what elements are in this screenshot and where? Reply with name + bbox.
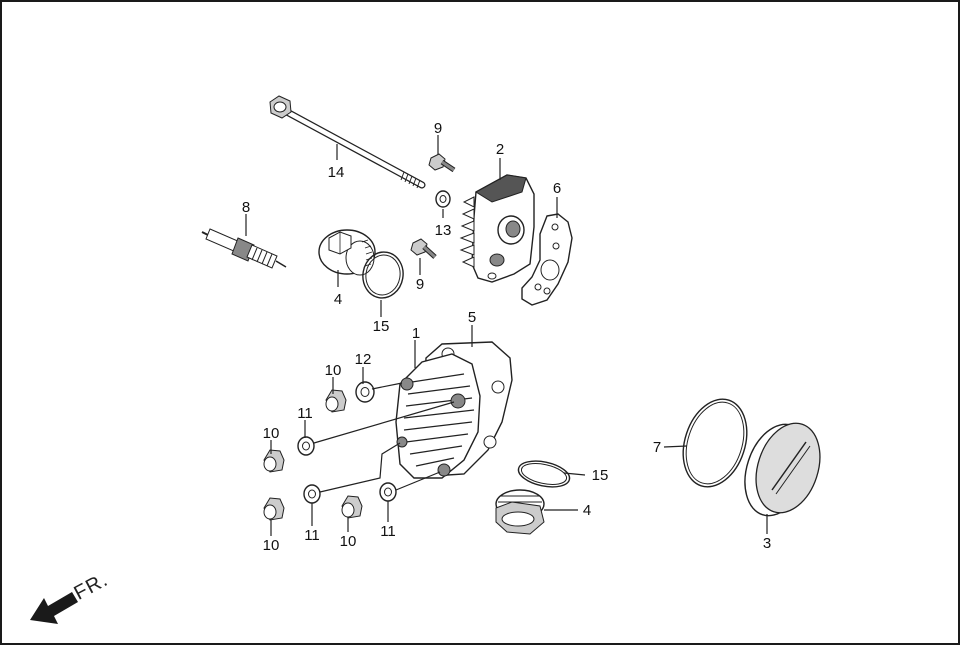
callout-11-a: 11	[297, 405, 313, 422]
callout-7: 7	[653, 439, 661, 456]
cap-nut-part-10-d	[341, 495, 363, 519]
callout-13: 13	[435, 222, 452, 239]
washer-part-11-c	[379, 482, 397, 502]
front-label: FR.	[70, 569, 111, 605]
side-cover-part-2	[459, 174, 535, 283]
cap-nut-part-10-c	[263, 497, 285, 521]
washer-part-13	[435, 190, 451, 208]
callout-10-b: 10	[263, 425, 280, 442]
callout-9-upper: 9	[434, 120, 442, 137]
stud-bolt-part-14	[269, 95, 426, 189]
o-ring-part-15-upper	[362, 251, 404, 299]
callout-10-a: 10	[325, 362, 342, 379]
front-arrow-icon	[30, 592, 78, 624]
callout-15-upper: 15	[373, 318, 390, 335]
bolt-part-9-lower	[410, 238, 437, 259]
callout-15-lower: 15	[592, 467, 609, 484]
callout-10-c: 10	[263, 537, 280, 554]
o-ring-part-15-lower	[517, 460, 571, 488]
leader-lines	[245, 135, 768, 536]
callout-8: 8	[242, 199, 250, 216]
filler-cap-part-4-lower	[495, 489, 545, 535]
callout-11-b: 11	[304, 527, 320, 544]
spark-plug-part-8	[201, 228, 287, 269]
o-ring-part-7	[682, 398, 748, 488]
callout-1: 1	[412, 325, 420, 342]
round-cap-part-3	[744, 422, 821, 517]
callout-3: 3	[763, 535, 771, 552]
callout-4-lower: 4	[583, 502, 591, 519]
callout-11-c: 11	[380, 523, 396, 540]
front-direction-indicator: FR.	[30, 569, 112, 624]
head-cover-part-1	[395, 353, 481, 479]
callout-14: 14	[328, 164, 345, 181]
bolt-part-9-upper	[428, 153, 456, 173]
callout-10-d: 10	[340, 533, 357, 550]
cap-nut-part-10-b	[263, 449, 285, 473]
cap-nut-part-10-a	[325, 389, 347, 413]
washer-part-12	[355, 381, 375, 403]
assembly-lines	[313, 382, 455, 493]
callout-9-lower: 9	[416, 276, 424, 293]
callout-5: 5	[468, 309, 476, 326]
gasket-part-6	[521, 213, 573, 306]
callout-12: 12	[355, 351, 372, 368]
washer-part-11-a	[297, 436, 315, 456]
callout-6: 6	[553, 180, 561, 197]
filler-cap-part-4-upper	[318, 229, 376, 276]
callout-labels: 14 8 4 15 9 13 9 2 6 1 5 10 12 11 10 10 …	[242, 120, 771, 554]
callout-4-upper: 4	[334, 291, 342, 308]
callout-2: 2	[496, 141, 504, 158]
washer-part-11-b	[303, 484, 321, 504]
